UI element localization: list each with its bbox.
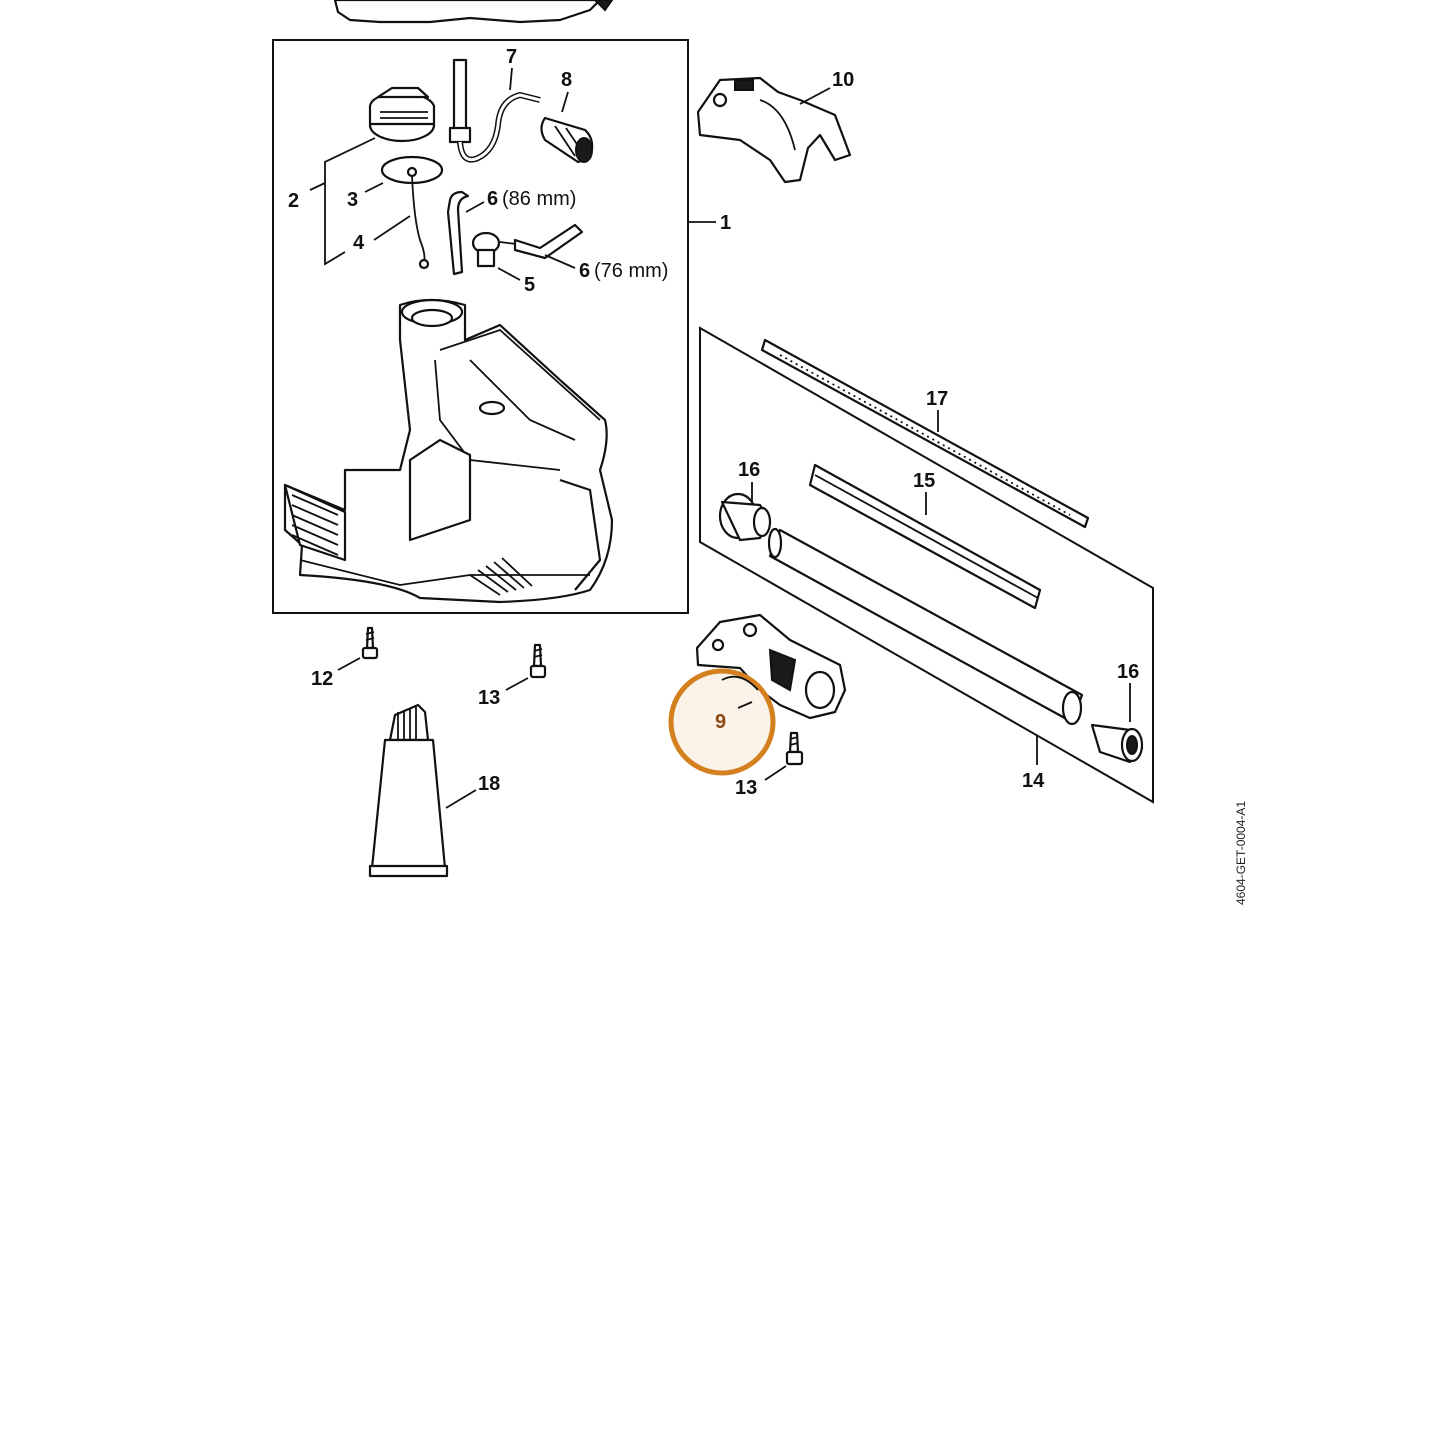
handle-bracket[interactable] xyxy=(696,76,852,184)
callout-6b[interactable]: 6 xyxy=(579,260,590,282)
fuel-tank-housing[interactable] xyxy=(283,298,614,604)
highlight-marker xyxy=(668,668,776,776)
callout-14[interactable]: 14 xyxy=(1022,770,1045,792)
callout-6b-size: (76 mm) xyxy=(594,260,668,282)
tank-vent-valve[interactable] xyxy=(471,231,517,268)
fuel-cap[interactable] xyxy=(368,86,436,143)
callout-13a[interactable]: 13 xyxy=(478,687,500,709)
callout-18[interactable]: 18 xyxy=(478,773,500,795)
screw-13-left[interactable] xyxy=(529,643,547,679)
callout-3[interactable]: 3 xyxy=(347,189,358,211)
callout-9[interactable]: 9 xyxy=(715,711,726,733)
callout-6a[interactable]: 6 xyxy=(487,188,498,210)
callout-10[interactable]: 10 xyxy=(832,69,854,91)
callout-1[interactable]: 1 xyxy=(720,212,731,234)
callout-7[interactable]: 7 xyxy=(506,46,517,68)
top-housing-partial xyxy=(333,0,614,24)
shaft-bushing-left[interactable] xyxy=(718,492,772,542)
fuel-line[interactable] xyxy=(448,58,541,163)
callout-12[interactable]: 12 xyxy=(311,668,333,690)
screw-13-right[interactable] xyxy=(785,731,804,766)
cap-retainer[interactable] xyxy=(406,166,430,270)
reference-code: 4604-GET-0004-A1 xyxy=(1234,801,1248,905)
hose-86mm[interactable] xyxy=(446,190,470,276)
fuel-filter[interactable] xyxy=(540,116,594,164)
callout-16b[interactable]: 16 xyxy=(1117,661,1139,683)
drive-tube[interactable] xyxy=(767,527,1084,726)
kit-frame-2 xyxy=(699,326,1154,804)
callout-17[interactable]: 17 xyxy=(926,388,948,410)
callout-5[interactable]: 5 xyxy=(524,274,535,296)
shaft-bushing-right[interactable] xyxy=(1090,723,1144,764)
screw-12[interactable] xyxy=(361,626,379,660)
callout-15[interactable]: 15 xyxy=(913,470,935,492)
callout-13b[interactable]: 13 xyxy=(735,777,757,799)
callout-6a-size: (86 mm) xyxy=(502,188,576,210)
kit-frame-1 xyxy=(272,39,689,614)
shaft-liner[interactable] xyxy=(808,463,1042,610)
housing-vent-grille xyxy=(283,483,347,562)
callout-2[interactable]: 2 xyxy=(288,190,299,212)
callout-4[interactable]: 4 xyxy=(353,232,365,254)
shaft-clamp[interactable] xyxy=(695,613,847,720)
grease-tube[interactable] xyxy=(368,703,449,878)
drive-shaft[interactable] xyxy=(760,338,1090,529)
callout-8[interactable]: 8 xyxy=(561,69,572,91)
callout-16a[interactable]: 16 xyxy=(738,459,760,481)
hose-76mm[interactable] xyxy=(513,223,584,260)
